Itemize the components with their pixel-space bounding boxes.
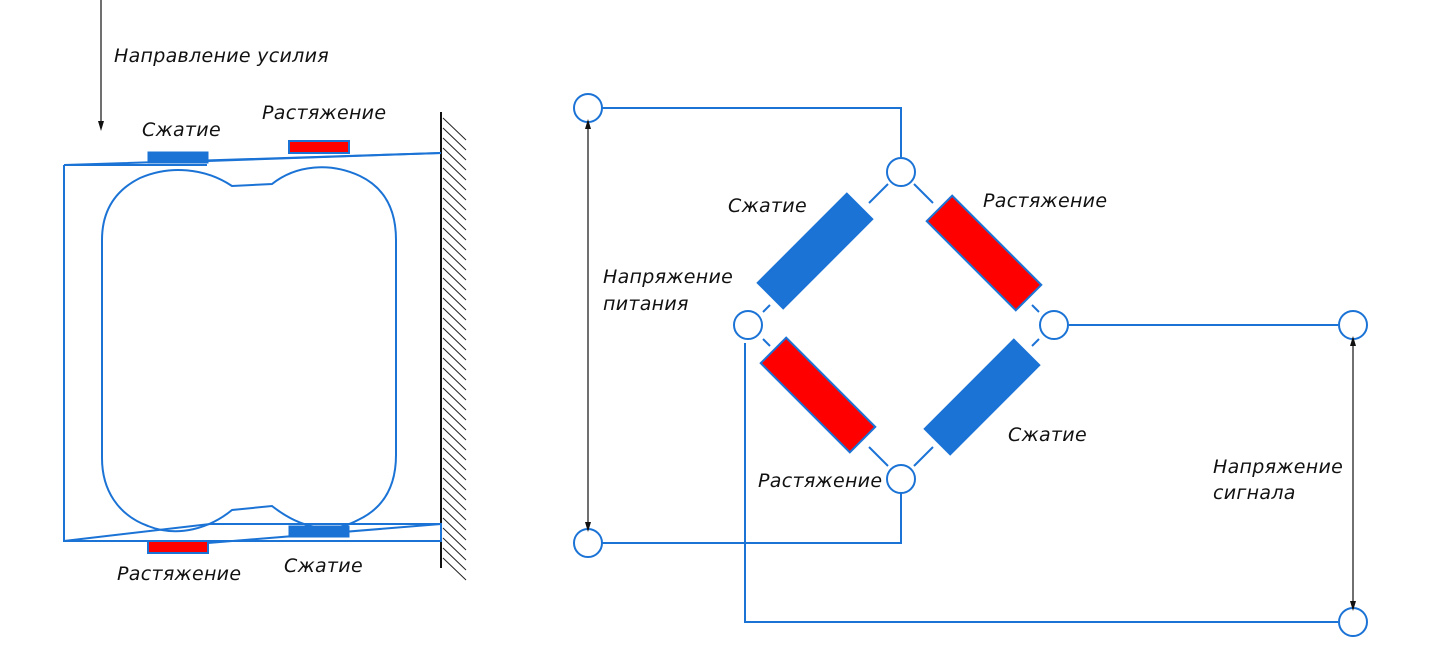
hatch-line bbox=[442, 317, 467, 341]
force-direction-label: Направление усилия bbox=[114, 45, 329, 67]
arm-bottom-left-tension bbox=[759, 336, 877, 454]
hatch-line bbox=[442, 387, 467, 411]
hatch-line bbox=[442, 247, 467, 271]
hatch-line bbox=[442, 237, 467, 261]
hatch-line bbox=[442, 207, 467, 231]
hatch-line bbox=[442, 487, 467, 511]
hatch-line bbox=[442, 427, 467, 451]
hatch-line bbox=[442, 557, 467, 581]
binocular-cutout bbox=[101, 166, 397, 533]
hatch-line bbox=[442, 537, 467, 561]
arm-bottom-right-compression bbox=[923, 338, 1041, 456]
supply-top-wire bbox=[602, 107, 902, 157]
hatch-line bbox=[442, 527, 467, 551]
hatch-line bbox=[442, 187, 467, 211]
hatch-line bbox=[442, 267, 467, 291]
beam-outline bbox=[63, 152, 442, 542]
hatch-line bbox=[442, 547, 467, 571]
top-compression-gauge bbox=[147, 151, 209, 164]
bridge-diagram: Сжатие Растяжение Сжатие Растяжение Напр… bbox=[573, 93, 1368, 637]
bottom-tension-gauge bbox=[147, 540, 209, 554]
top-tension-label: Растяжение bbox=[262, 102, 386, 124]
beam-outer bbox=[63, 164, 207, 541]
arm-top-right-tension bbox=[925, 194, 1043, 312]
hatch-line bbox=[442, 377, 467, 401]
beam-right-edges bbox=[207, 152, 442, 544]
hatch-line bbox=[442, 467, 467, 491]
hatch-line bbox=[442, 477, 467, 501]
hatch-line bbox=[442, 177, 467, 201]
hatch-line bbox=[442, 327, 467, 351]
supply-voltage-label-line1: Напряжение bbox=[603, 266, 733, 288]
hatch-line bbox=[442, 367, 467, 391]
signal-bottom-wire bbox=[744, 343, 1338, 623]
hatch-line bbox=[442, 297, 467, 321]
supply-terminal-top bbox=[573, 93, 603, 123]
hatch-line bbox=[442, 417, 467, 441]
bottom-compression-gauge bbox=[288, 525, 350, 538]
hatch-line bbox=[442, 337, 467, 361]
wall-hatching bbox=[442, 117, 467, 581]
bridge-node-right bbox=[1039, 310, 1069, 340]
top-compression-label: Сжатие bbox=[142, 119, 221, 141]
bridge-links bbox=[762, 183, 1040, 467]
hatch-line bbox=[442, 307, 467, 331]
supply-voltage-label-line2: питания bbox=[603, 293, 689, 315]
hatch-line bbox=[442, 197, 467, 221]
hatch-line bbox=[442, 217, 467, 241]
hatch-line bbox=[442, 147, 467, 171]
hatch-line bbox=[442, 157, 467, 181]
hatch-line bbox=[442, 167, 467, 191]
signal-terminal-top bbox=[1338, 310, 1368, 340]
hatch-line bbox=[442, 457, 467, 481]
hatch-line bbox=[442, 117, 467, 141]
signal-voltage-label-line1: Напряжение bbox=[1213, 456, 1343, 478]
hatch-line bbox=[442, 507, 467, 531]
bottom-tension-label: Растяжение bbox=[117, 563, 241, 585]
signal-voltage-label-line2: сигнала bbox=[1213, 482, 1296, 504]
hatch-line bbox=[442, 227, 467, 251]
top-right-arm-label: Растяжение bbox=[983, 190, 1107, 212]
bridge-node-left bbox=[733, 310, 763, 340]
load-cell-diagram: Направление усилия Сжатие Растяжение Рас… bbox=[63, 0, 467, 585]
signal-terminal-bottom bbox=[1338, 607, 1368, 637]
hatch-line bbox=[442, 407, 467, 431]
hatch-line bbox=[442, 287, 467, 311]
bridge-node-top bbox=[886, 157, 916, 187]
supply-bottom-wire bbox=[602, 493, 902, 544]
hatch-line bbox=[442, 277, 467, 301]
bottom-compression-label: Сжатие bbox=[284, 555, 363, 577]
arm-top-left-compression bbox=[756, 192, 874, 310]
hatch-line bbox=[442, 497, 467, 521]
top-left-arm-label: Сжатие bbox=[728, 195, 807, 217]
hatch-line bbox=[442, 137, 467, 161]
top-tension-gauge bbox=[288, 140, 350, 154]
hatch-line bbox=[442, 347, 467, 371]
hatch-line bbox=[442, 357, 467, 381]
hatch-line bbox=[442, 517, 467, 541]
hatch-line bbox=[442, 437, 467, 461]
hatch-line bbox=[442, 257, 467, 281]
bridge-node-bottom bbox=[886, 464, 916, 494]
hatch-line bbox=[442, 397, 467, 421]
hatch-line bbox=[442, 127, 467, 151]
hatch-line bbox=[442, 447, 467, 471]
bottom-right-arm-label: Сжатие bbox=[1008, 424, 1087, 446]
bottom-left-arm-label: Растяжение bbox=[758, 470, 882, 492]
supply-terminal-bottom bbox=[573, 528, 603, 558]
